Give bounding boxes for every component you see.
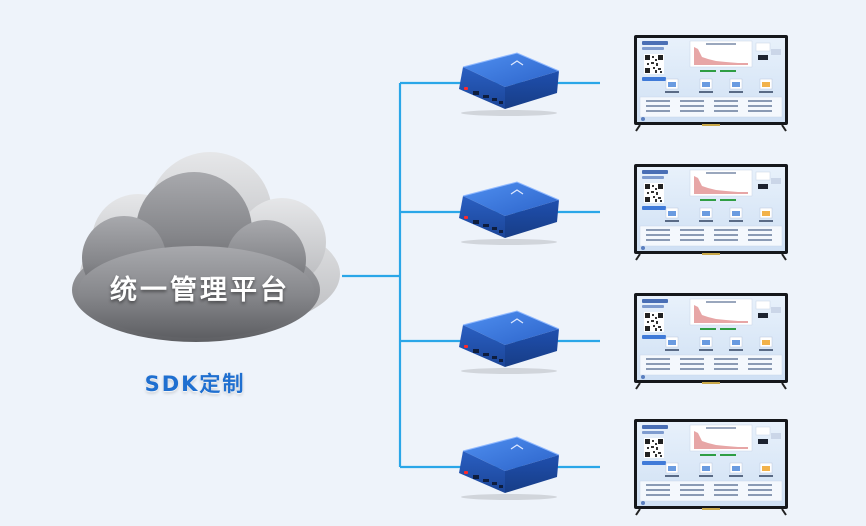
set-top-box-4 [459, 436, 560, 500]
tv-screen-2 [634, 164, 788, 261]
tv-screen-3 [634, 293, 788, 390]
connector-lines [342, 81, 600, 469]
platform-label: 统一管理平台 [110, 275, 290, 306]
set-top-box-2 [459, 181, 560, 245]
tv-screen-4 [634, 419, 788, 516]
set-top-box-3 [459, 310, 560, 374]
tv-screen-1 [634, 35, 788, 132]
device-rows [459, 35, 788, 516]
cloud-icon [72, 152, 340, 342]
sdk-label: SDK定制 [144, 372, 246, 396]
set-top-box-1 [459, 52, 560, 116]
